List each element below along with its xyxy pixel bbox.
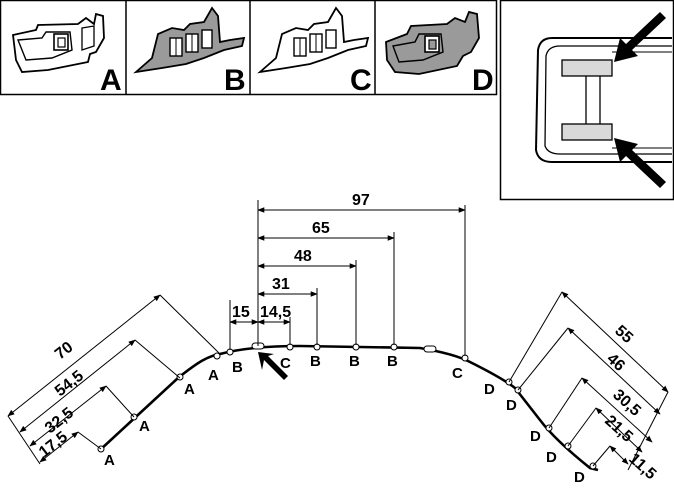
point-label: B: [387, 353, 398, 370]
clip-c-letter: C: [350, 64, 372, 97]
point-label: D: [574, 469, 585, 486]
dim-label: 14,5: [260, 304, 291, 321]
dim-label: 70: [52, 339, 77, 363]
point-label: D: [530, 428, 541, 445]
dim-label: 48: [294, 248, 312, 265]
clip-c-icon: [257, 6, 370, 74]
top-dimensions: [229, 200, 466, 356]
dim-label: 55: [611, 322, 636, 347]
clip-a-letter: A: [100, 64, 122, 97]
clip-a-icon: [12, 12, 105, 73]
clip-type-panels: A B C: [0, 0, 498, 97]
clip-panel-b: B: [133, 6, 246, 97]
clip-panel-d: D: [385, 10, 494, 97]
point-label: B: [232, 359, 243, 376]
point-label: A: [208, 367, 219, 384]
arrow-icon: [614, 12, 666, 62]
clip-position-markers: [97, 343, 597, 470]
clip-d-letter: D: [472, 64, 494, 97]
reference-arrow-icon: [258, 352, 288, 380]
dim-label: 15: [232, 304, 250, 321]
dim-label: 17,5: [36, 429, 71, 462]
clip-marker: [176, 373, 184, 381]
dim-label: 97: [352, 192, 370, 209]
clip-b-icon: [133, 6, 246, 74]
arrow-icon: [614, 138, 666, 188]
position-letters: A A A A B C B B B C D D D D D: [104, 353, 585, 486]
top-dimension-labels: 97 65 48 31 15 14,5: [232, 192, 370, 321]
point-label: D: [546, 449, 557, 466]
point-label: A: [139, 418, 150, 435]
clip-panel-a: A: [12, 12, 122, 97]
point-label: B: [310, 353, 321, 370]
right-dimension-labels: 55 46 30,5 21,5 11,5: [601, 322, 659, 483]
dim-label: 54,5: [52, 368, 87, 401]
point-label: D: [484, 381, 495, 398]
dim-label: 46: [603, 350, 628, 375]
clip-d-icon: [385, 10, 480, 75]
point-label: C: [452, 365, 463, 382]
clip-marker: [213, 352, 221, 360]
point-label: D: [506, 397, 517, 414]
clip-panel-c: C: [257, 6, 372, 97]
point-label: C: [280, 355, 291, 372]
right-dimensions: [508, 291, 669, 471]
bumper-end-detail: [534, 37, 672, 163]
point-label: A: [104, 452, 115, 469]
dim-label: 31: [272, 276, 290, 293]
dim-label: 11,5: [625, 450, 659, 483]
detail-inset: [499, 0, 674, 201]
point-label: B: [349, 353, 360, 370]
point-label: A: [184, 381, 195, 398]
left-dimension-labels: 70 54,5 32,5 17,5: [36, 339, 87, 461]
dim-label: 65: [312, 220, 330, 237]
clip-slot: [423, 345, 437, 353]
clip-b-letter: B: [224, 64, 246, 97]
left-dimensions: [7, 294, 221, 465]
